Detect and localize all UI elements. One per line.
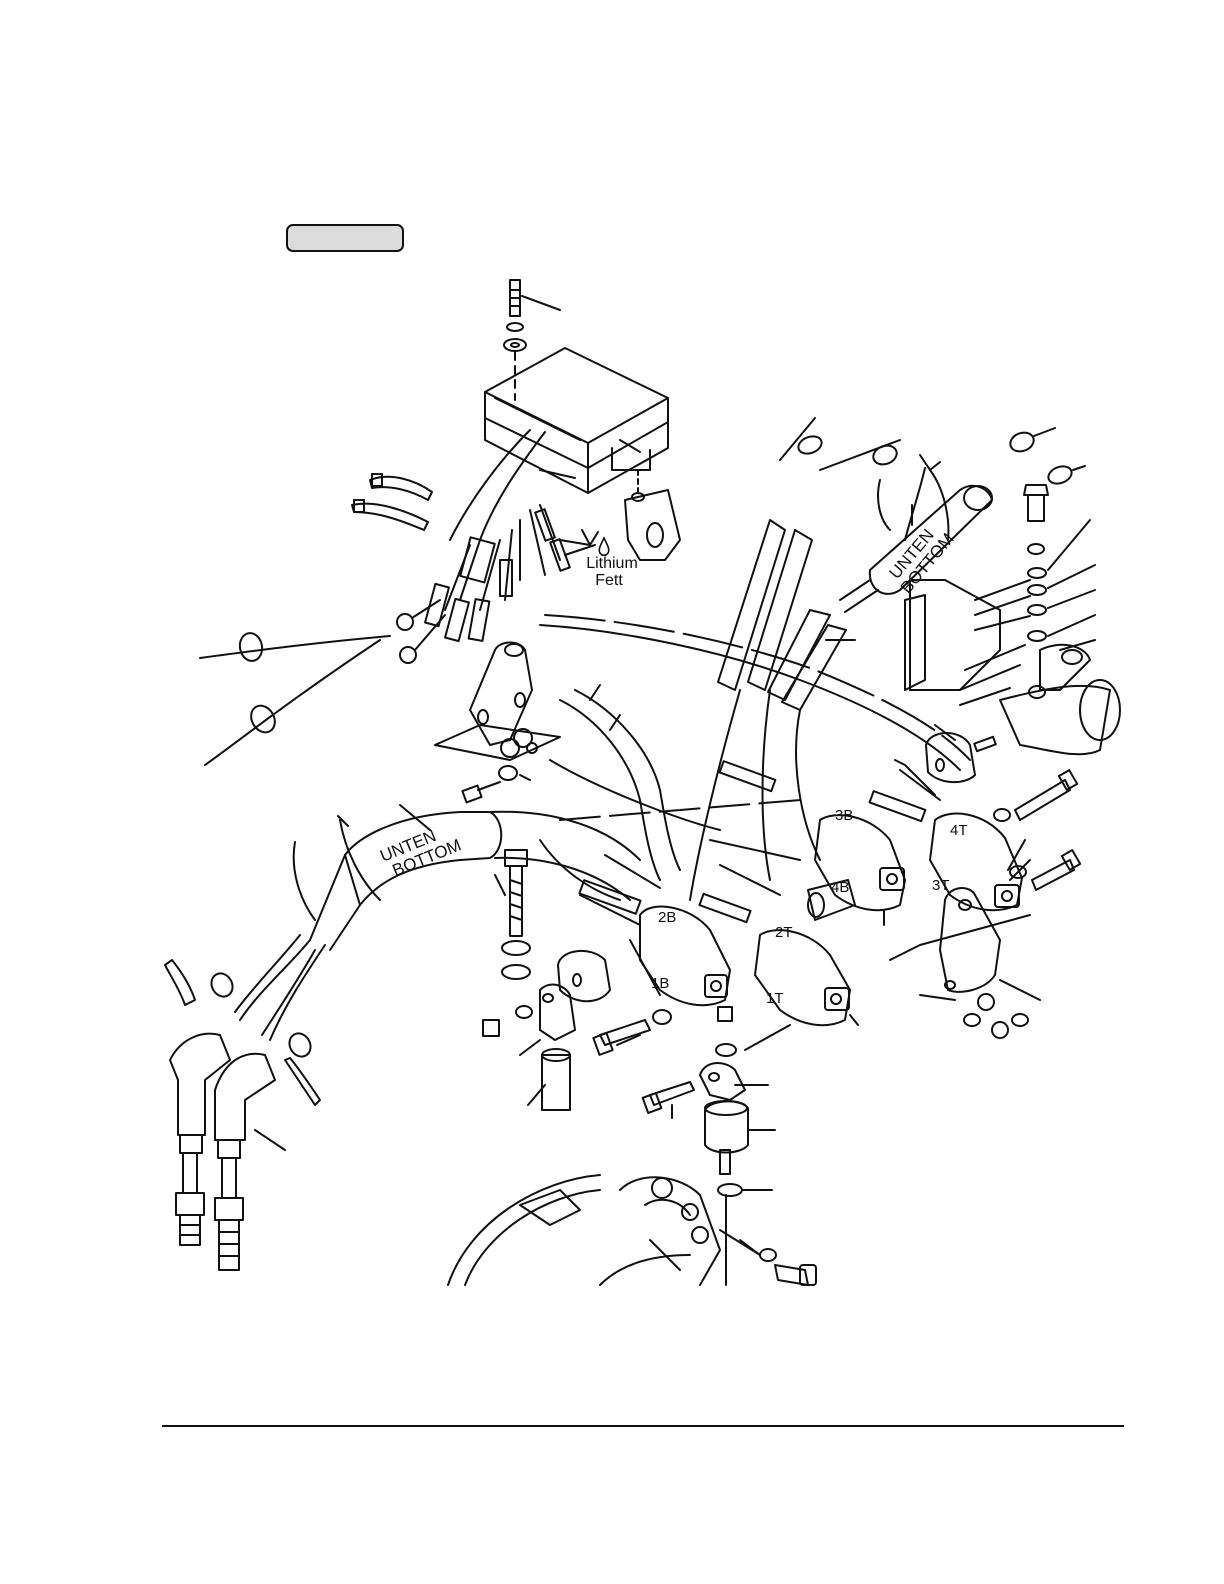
center-cables (540, 690, 800, 900)
cable-ties (352, 474, 432, 530)
grease-note-line2: Fett (595, 572, 623, 589)
upper-band-label: UNTEN BOTTOM (883, 518, 958, 597)
upper-bracket (435, 643, 560, 803)
stator-base (448, 1175, 760, 1285)
box-bracket (625, 470, 680, 560)
coil-label-1t: 1T (766, 990, 784, 1007)
footer-rule (162, 1425, 1124, 1427)
coil-label-3b: 3B (835, 807, 853, 824)
coil-label-4b: 4B (831, 879, 849, 896)
coil-label-3t: 3T (932, 877, 950, 894)
lower-band-label: UNTEN BOTTOM (377, 819, 464, 883)
right-bracket (905, 485, 1120, 754)
coil-label-2t: 2T (775, 924, 793, 941)
coil-1-2 (579, 855, 850, 1025)
coil-label-4t: 4T (950, 822, 968, 839)
grease-note-line1: Lithium (586, 555, 638, 572)
lower-right-bracket (890, 888, 1040, 1038)
spark-plug-leads (165, 935, 325, 1270)
left-cables (200, 615, 970, 770)
coil-3-4 (710, 760, 1022, 910)
coil-label-2b: 2B (658, 909, 676, 926)
control-box (485, 348, 668, 493)
top-screw (504, 280, 560, 400)
coil-label-1b: 1B (651, 975, 669, 992)
